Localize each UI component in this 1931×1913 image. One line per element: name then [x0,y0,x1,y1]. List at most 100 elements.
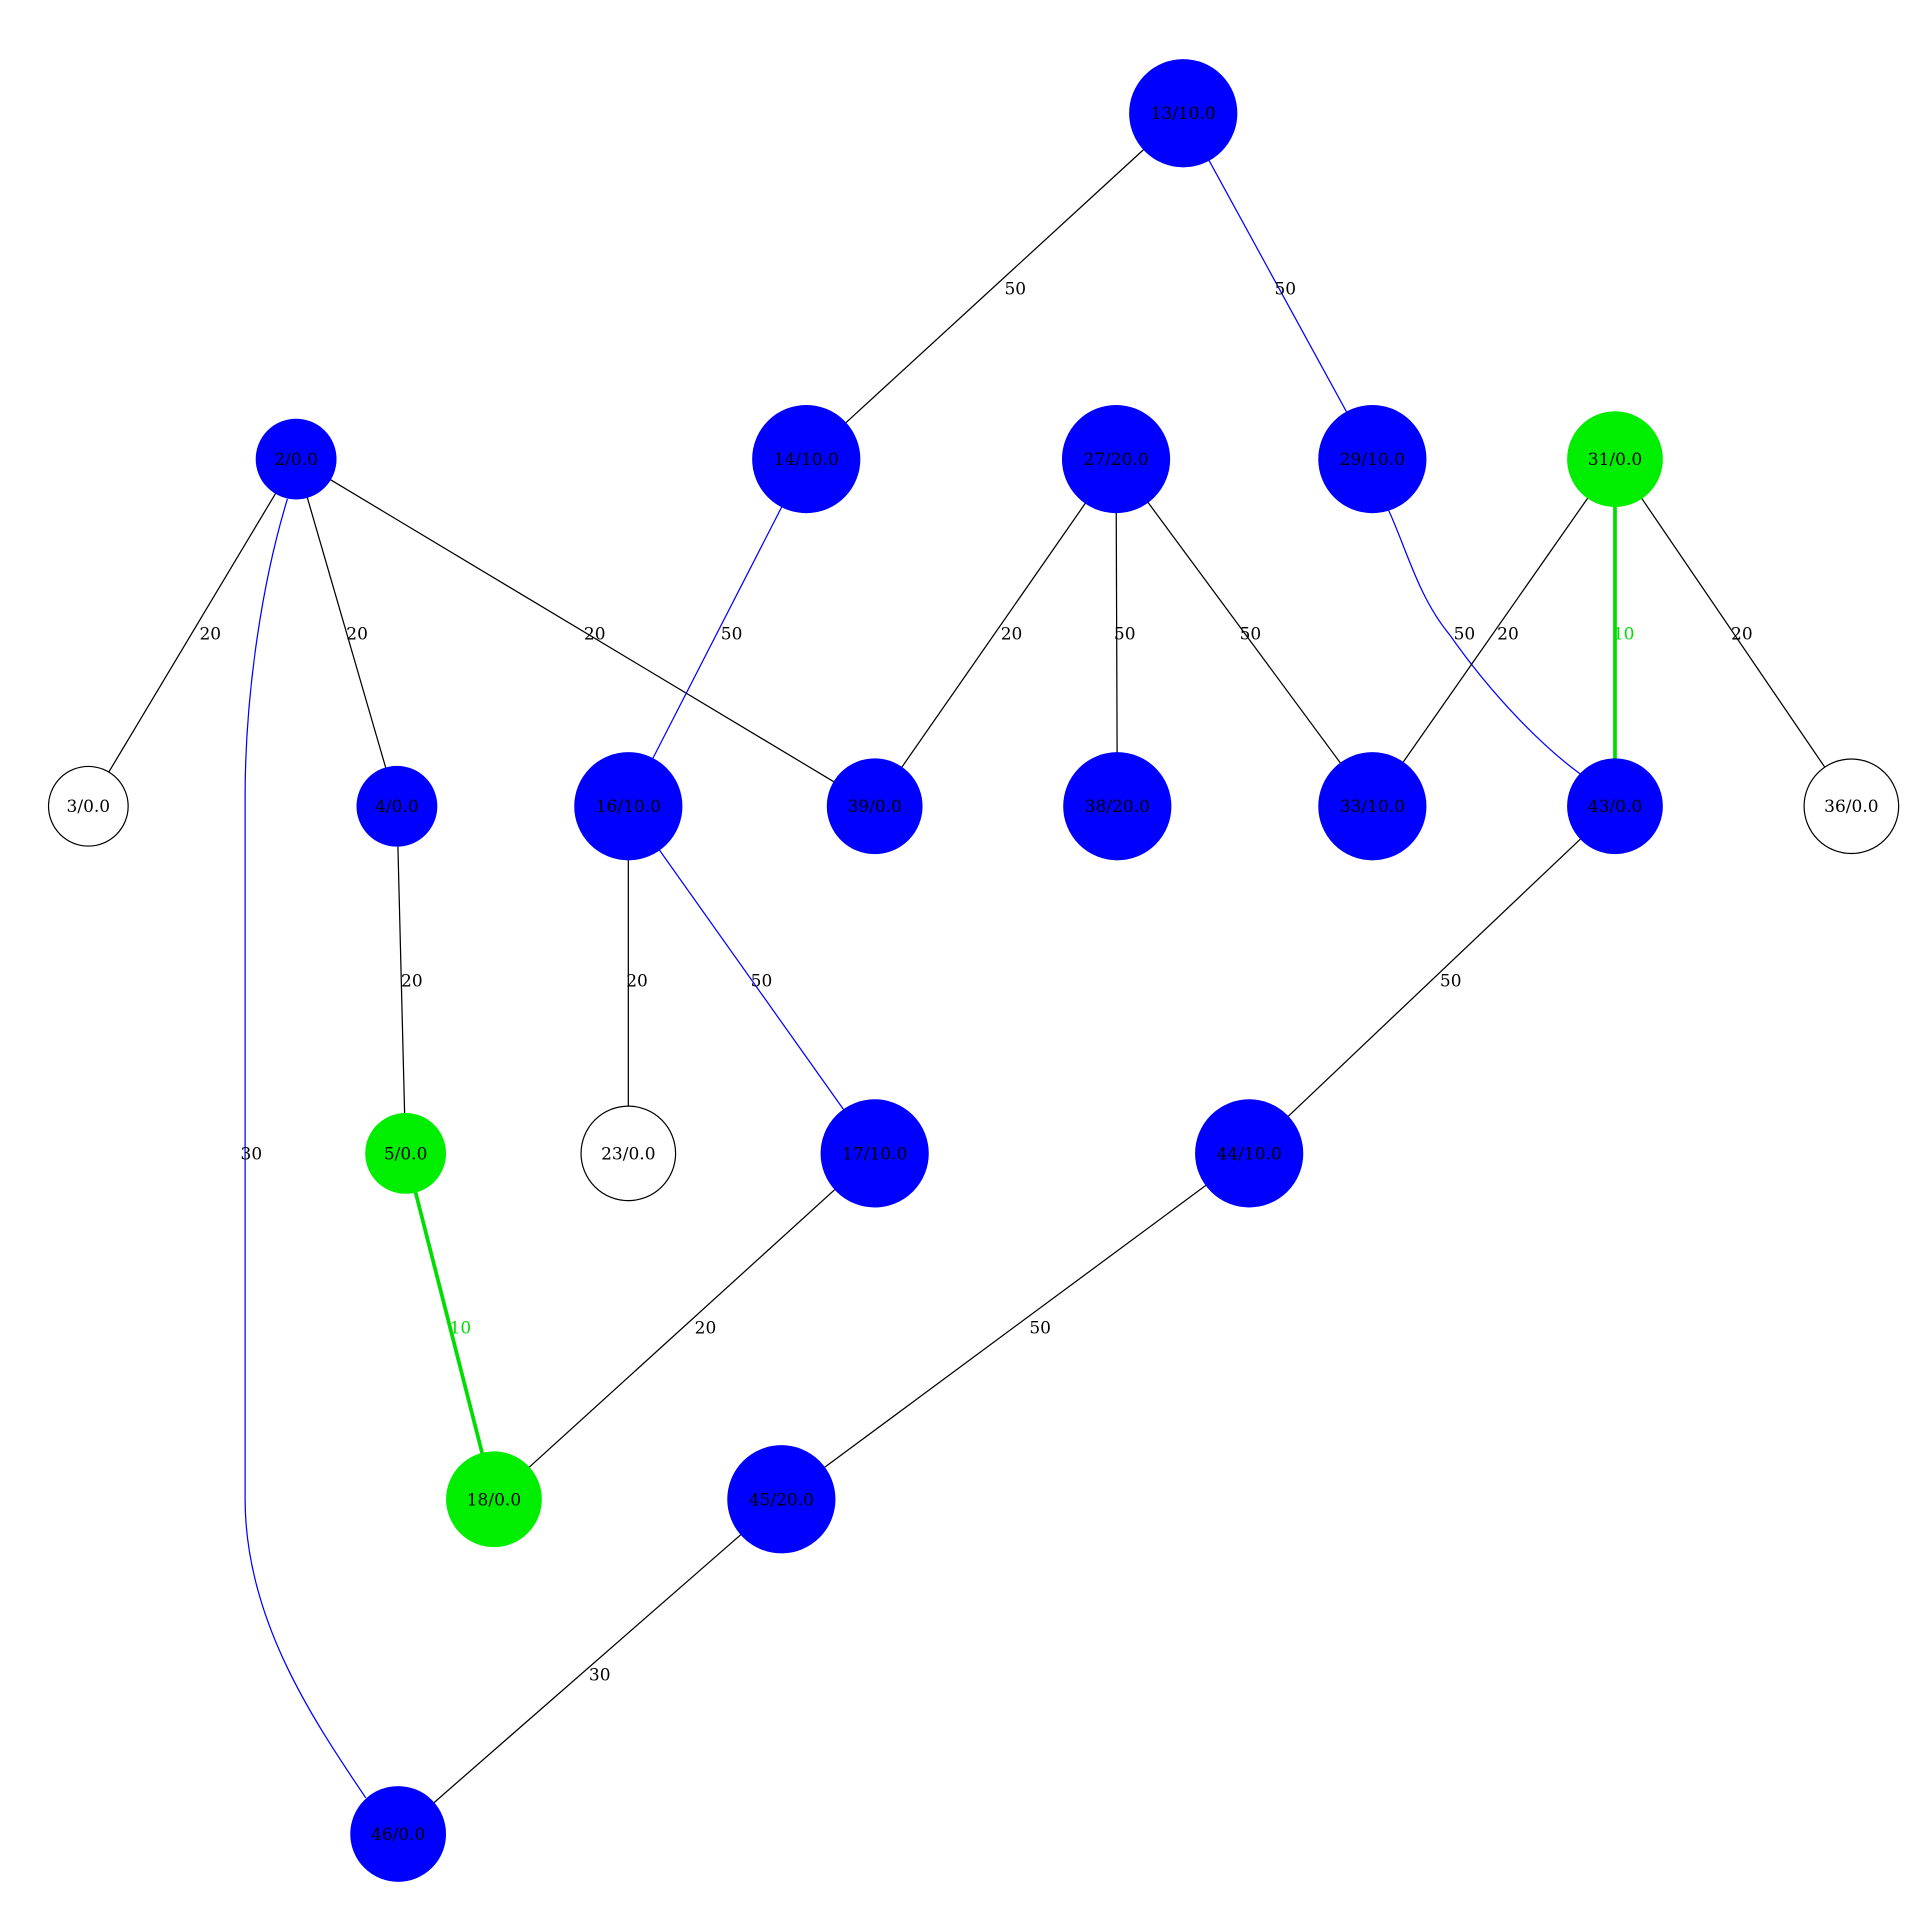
edge-weight-label: 50 [1029,1319,1051,1339]
edge-31-36: 20 [1641,497,1826,768]
edge-line [658,849,845,1111]
node-circle [350,1786,447,1882]
edge-line [413,1191,485,1454]
node-label: 29/10.0 [1340,450,1405,470]
edge-line [1208,159,1348,413]
edge-31-43: 10 [1613,506,1635,759]
node-circle [752,405,861,514]
edge-line [329,479,835,783]
edge-45-46: 30 [433,1533,742,1804]
edge-line [652,506,783,759]
node-4: 4/0.0 [356,765,438,847]
edge-line [845,148,1145,424]
edge-2-46: 30 [241,498,367,1799]
node-label: 27/20.0 [1083,450,1148,470]
edge-weight-label: 10 [450,1319,472,1339]
node-36: 36/0.0 [1803,758,1900,855]
edge-weight-label: 50 [721,624,743,644]
edge-weight-label: 20 [199,624,221,644]
edge-line [108,492,277,773]
node-circle [574,752,683,861]
node-circle [47,765,129,847]
node-circle [1803,758,1900,855]
node-label: 5/0.0 [384,1144,428,1164]
node-circle [580,1105,677,1202]
edge-31-33: 20 [1402,497,1589,763]
edge-weight-label: 50 [751,971,773,991]
edge-weight-label: 50 [1440,971,1462,991]
node-13: 13/10.0 [1129,59,1238,168]
edge-27-33: 50 [1147,501,1342,764]
node-17: 17/10.0 [820,1099,929,1208]
edge-weight-label: 20 [1497,624,1519,644]
node-33: 33/10.0 [1318,752,1427,861]
edge-2-39: 20 [329,479,835,783]
edge-line [1402,497,1589,763]
edge-weight-label: 50 [1454,624,1476,644]
node-label: 4/0.0 [375,797,419,817]
node-circle [1318,405,1427,514]
edge-29-43: 50 [1387,509,1581,775]
node-label: 39/0.0 [847,797,901,817]
edge-weight-label: 10 [1613,624,1635,644]
edge-weight-label: 20 [1731,624,1753,644]
edge-line [528,1188,836,1468]
node-label: 17/10.0 [842,1144,907,1164]
node-label: 23/0.0 [601,1144,655,1164]
node-38: 38/20.0 [1063,752,1172,861]
edge-17-18: 20 [528,1188,836,1468]
node-label: 46/0.0 [371,1825,425,1845]
node-label: 43/0.0 [1588,797,1642,817]
edge-line [244,498,367,1799]
node-circle [820,1099,929,1208]
edge-line [824,1184,1207,1468]
node-31: 31/0.0 [1567,411,1663,507]
node-label: 3/0.0 [67,797,111,817]
node-5: 5/0.0 [365,1112,447,1194]
node-18: 18/0.0 [446,1451,542,1548]
edge-weight-label: 20 [1001,624,1023,644]
node-46: 46/0.0 [350,1786,447,1882]
edge-43-44: 50 [1287,838,1582,1117]
edge-line [1287,838,1582,1117]
node-circle [1129,59,1238,168]
edge-line [1641,497,1826,768]
node-label: 33/10.0 [1340,797,1405,817]
node-43: 43/0.0 [1567,758,1663,855]
node-label: 2/0.0 [274,450,318,470]
edge-2-3: 20 [108,492,277,773]
edge-line [1147,501,1342,764]
edge-line [306,497,387,769]
edge-weight-label: 20 [401,971,423,991]
edge-line [433,1533,742,1804]
node-circle [255,418,337,500]
edge-13-29: 50 [1208,159,1348,413]
edge-2-4: 20 [306,497,387,769]
edge-13-14: 50 [845,148,1145,424]
edge-4-5: 20 [397,846,423,1114]
node-label: 44/10.0 [1217,1144,1282,1164]
edge-line [397,846,406,1114]
edge-27-39: 20 [901,502,1087,768]
edge-16-23: 20 [626,859,648,1107]
edge-weight-label: 20 [626,971,648,991]
node-circle [727,1445,836,1554]
node-circle [1567,758,1663,855]
node-3: 3/0.0 [47,765,129,847]
edge-weight-label: 50 [1274,280,1296,300]
node-44: 44/10.0 [1195,1099,1304,1208]
edge-weight-label: 30 [241,1144,263,1164]
edge-14-16: 50 [652,506,783,759]
edge-5-18: 10 [413,1191,485,1454]
node-circle [1567,411,1663,507]
node-circle [446,1451,542,1548]
node-label: 45/20.0 [749,1490,814,1510]
edge-weight-label: 50 [1240,624,1262,644]
node-23: 23/0.0 [580,1105,677,1202]
node-circle [1061,405,1171,514]
node-label: 13/10.0 [1151,104,1216,124]
edge-27-38: 50 [1114,512,1136,753]
edge-line [1387,509,1581,775]
